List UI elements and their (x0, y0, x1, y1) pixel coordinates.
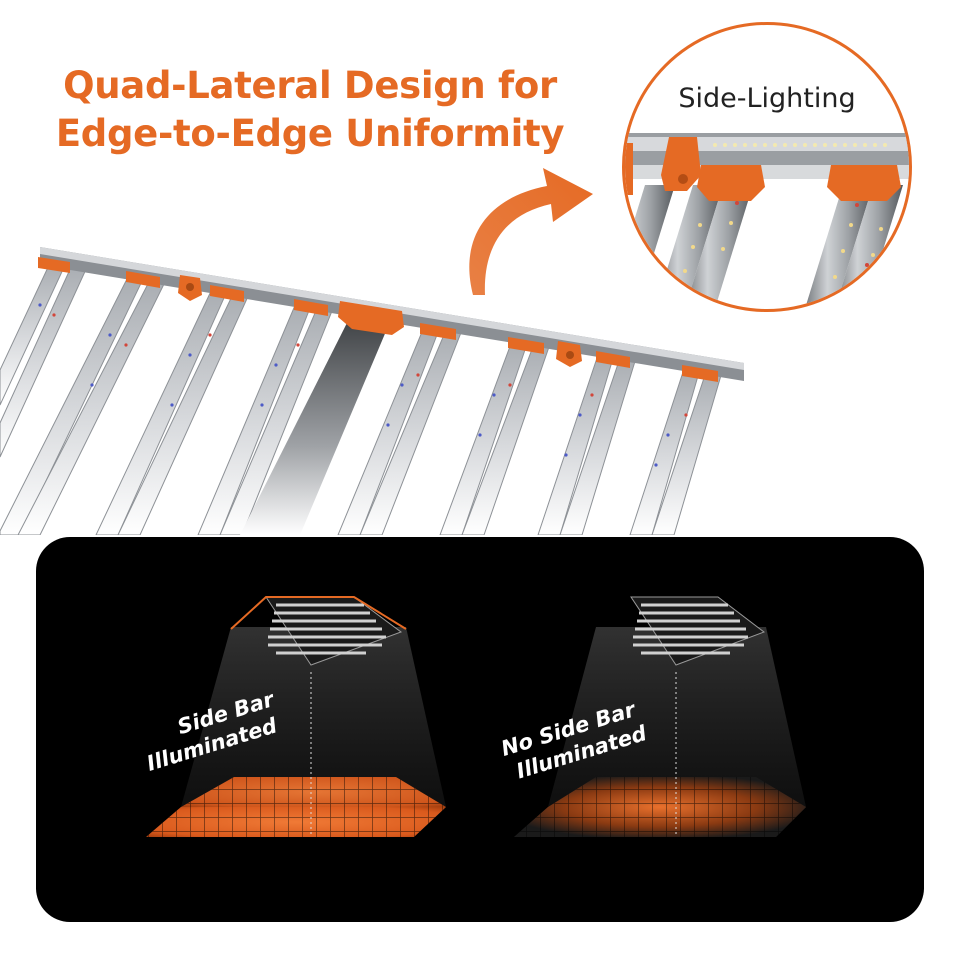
left-cone (146, 596, 446, 837)
headline-line-2: Edge-to-Edge Uniformity (55, 112, 565, 155)
callout-label: Side-Lighting (678, 83, 856, 114)
illumination-comparison-graphic (146, 596, 806, 837)
curved-arrow-icon (469, 168, 593, 295)
headline: Quad-Lateral Design for Edge-to-Edge Uni… (40, 62, 580, 158)
right-cone (514, 596, 806, 837)
callout-bar-closeup (625, 133, 909, 309)
headline-line-1: Quad-Lateral Design for (63, 64, 557, 107)
side-lighting-callout: Side-Lighting (622, 22, 912, 312)
comparison-panel: Side Bar Illuminated No Side Bar Illumin… (36, 537, 924, 922)
grow-light-fixture (0, 247, 744, 535)
